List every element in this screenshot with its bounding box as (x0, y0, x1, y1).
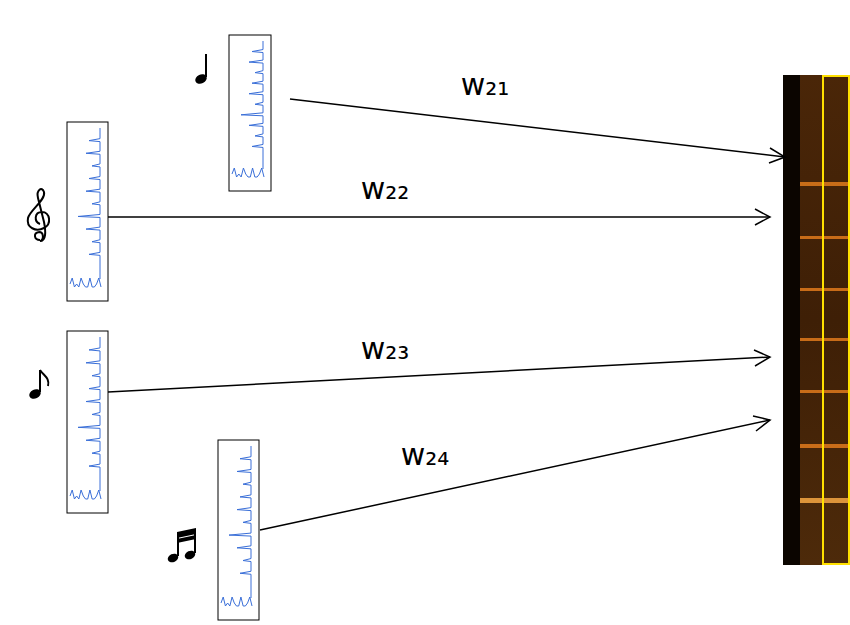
spike-traces (67, 35, 271, 620)
weight-label: w₂₂ (359, 172, 412, 205)
spike-trace (78, 337, 100, 491)
spike-trace (70, 490, 101, 499)
weight-label: w₂₄ (399, 438, 452, 471)
spike-trace (78, 128, 100, 279)
plot-frame (67, 331, 108, 513)
plot-frame (218, 440, 259, 620)
note-symbols (28, 54, 209, 564)
image-strip (783, 75, 850, 565)
spike-trace (229, 446, 251, 598)
spike-trace (221, 597, 252, 606)
spike-trace (70, 278, 101, 287)
weight-arrows (108, 99, 785, 530)
spike-trace (241, 41, 263, 169)
plot-frame (67, 122, 108, 301)
spike-trace (232, 168, 264, 177)
weight-label: w₂₁ (459, 68, 512, 101)
plot-frame (229, 35, 271, 191)
weight-label: w₂₃ (359, 332, 412, 365)
